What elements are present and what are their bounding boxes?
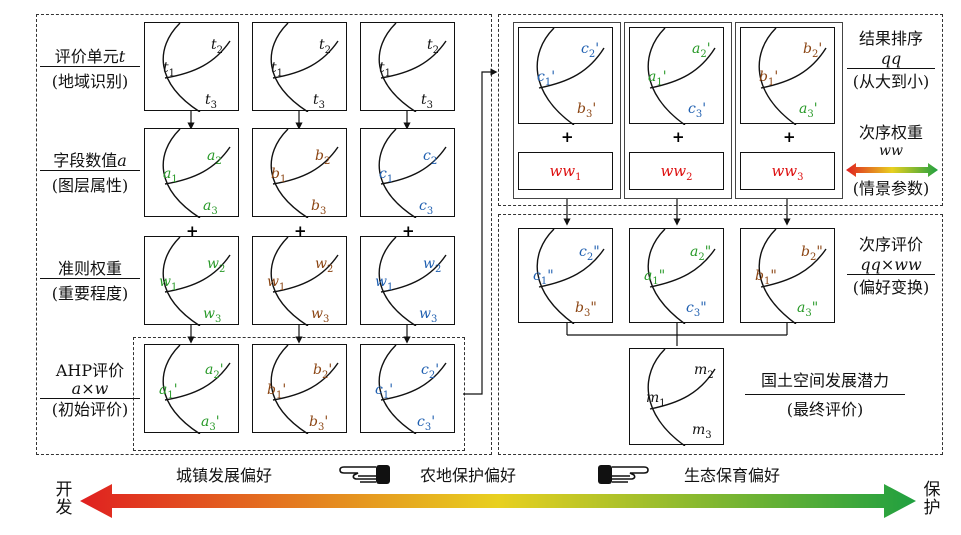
label-order-eval: 次序评价 qq×ww (偏好变换) [843, 236, 939, 297]
label-sort: 结果排序 qq (从大到小) [843, 30, 939, 91]
cell-sort-2: a2'a1'c3' [629, 27, 724, 125]
label-field: 字段数值a (图层属性) [40, 152, 140, 195]
cell-ahp-2: b2'b1'b3' [252, 344, 347, 434]
hand-right-icon [598, 465, 649, 484]
hand-left-icon [339, 465, 390, 484]
plus-4: + [561, 128, 574, 146]
right-bottom-panel [498, 214, 943, 455]
label-scenario: (情景参数) [852, 179, 930, 198]
gradient-arrow-main [80, 484, 916, 518]
ww-box-3: ww3 [740, 152, 835, 190]
left-panel [36, 14, 492, 455]
cell-order-3: b2"b1"a3" [740, 228, 835, 324]
plus-2: + [294, 222, 307, 240]
cell-ahp-3: c2'c1'c3' [360, 344, 455, 434]
gradient-arrow-small [846, 163, 938, 177]
label-ahp: AHP评价 a×w (初始评价) [40, 362, 140, 419]
plus-5: + [672, 128, 685, 146]
plus-1: + [186, 222, 199, 240]
pref-eco: 生态保育偏好 [684, 466, 781, 485]
cell-sort-3: b2'b1'a3' [740, 27, 835, 125]
pref-farm: 农地保护偏好 [420, 466, 517, 485]
label-final: 国土空间发展潜力 (最终评价) [745, 372, 905, 419]
plus-6: + [783, 128, 796, 146]
cell-order-2: a2"a1"c3" [629, 228, 724, 324]
cell-sort-1: c2'c1'b3' [518, 27, 613, 125]
sort-group-3 [735, 22, 843, 199]
cell-order-1: c2"c1"b3" [518, 228, 613, 324]
sort-group-1 [513, 22, 621, 199]
label-weight: 准则权重 (重要程度) [40, 260, 140, 303]
plus-3: + [402, 222, 415, 240]
pref-urban: 城镇发展偏好 [176, 466, 273, 485]
label-protect: 保护 [923, 480, 941, 518]
right-top-panel [498, 14, 943, 206]
ww-box-2: ww2 [629, 152, 724, 190]
ww-box-1: ww1 [518, 152, 613, 190]
cell-ahp-1: a2'a1'a3' [144, 344, 239, 434]
label-develop: 开发 [55, 480, 73, 518]
label-order-weight: 次序权重 ww [858, 123, 923, 160]
label-unit: 评价单元t (地域识别) [40, 48, 140, 91]
sort-group-2 [624, 22, 732, 199]
